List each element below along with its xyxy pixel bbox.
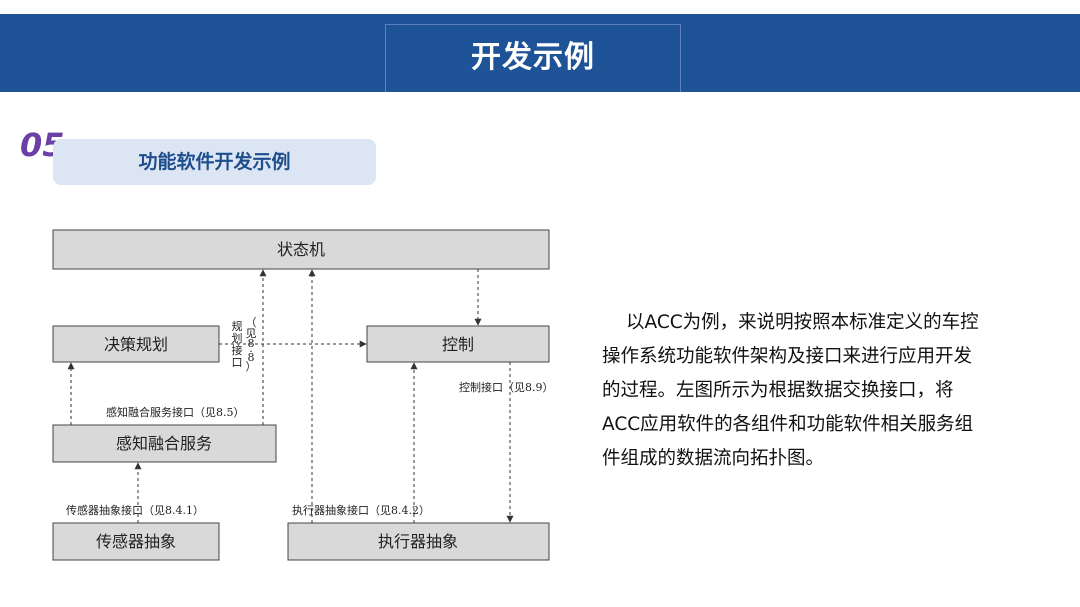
planning-interface-ref-char: （ [246,316,257,329]
perception-fusion-box [52,424,277,463]
state-machine-label: 状态机 [277,240,325,259]
header-tab [385,24,681,92]
control-interface-label: 控制接口（见8.9） [459,380,554,394]
page-title: 开发示例 [471,40,595,75]
planning-interface-char: 规 [232,319,243,333]
section-pill [53,139,376,185]
perception-fusion-label: 感知融合服务 [116,434,212,453]
control-box [366,325,550,363]
state-machine-box [52,229,550,270]
section-title: 功能软件开发示例 [138,151,291,173]
actuator-interface-label: 执行器抽象接口（见8.4.2） [292,503,430,517]
sensor-abstraction-box [52,522,220,561]
planning-interface-ref-char: ） [246,360,257,373]
planning-interface-char: 接 [232,344,243,357]
planning-interface-ref-char: 8 [248,337,255,350]
control-label: 控制 [442,335,474,354]
perception-fusion-interface-label: 感知融合服务接口（见8.5） [106,405,245,419]
decision-label: 决策规划 [104,335,168,354]
actuator-abstraction-box [287,522,550,561]
sensor-interface-label: 传感器抽象接口（见8.4.1） [66,503,204,517]
planning-interface-char: 划 [232,332,243,345]
planning-interface-char: 口 [232,356,243,369]
actuator-abstraction-label: 执行器抽象 [378,532,458,551]
planning-interface-ref-char: 见 [246,327,257,340]
sensor-abstraction-label: 传感器抽象 [96,532,176,551]
planning-interface-ref-char: . [249,342,253,355]
description-paragraph: 以ACC为例，来说明按照本标准定义的车控操作系统功能软件架构及接口来进行应用开发… [602,312,979,469]
planning-interface-ref-char: 8 [248,351,255,364]
decision-box [52,325,220,363]
